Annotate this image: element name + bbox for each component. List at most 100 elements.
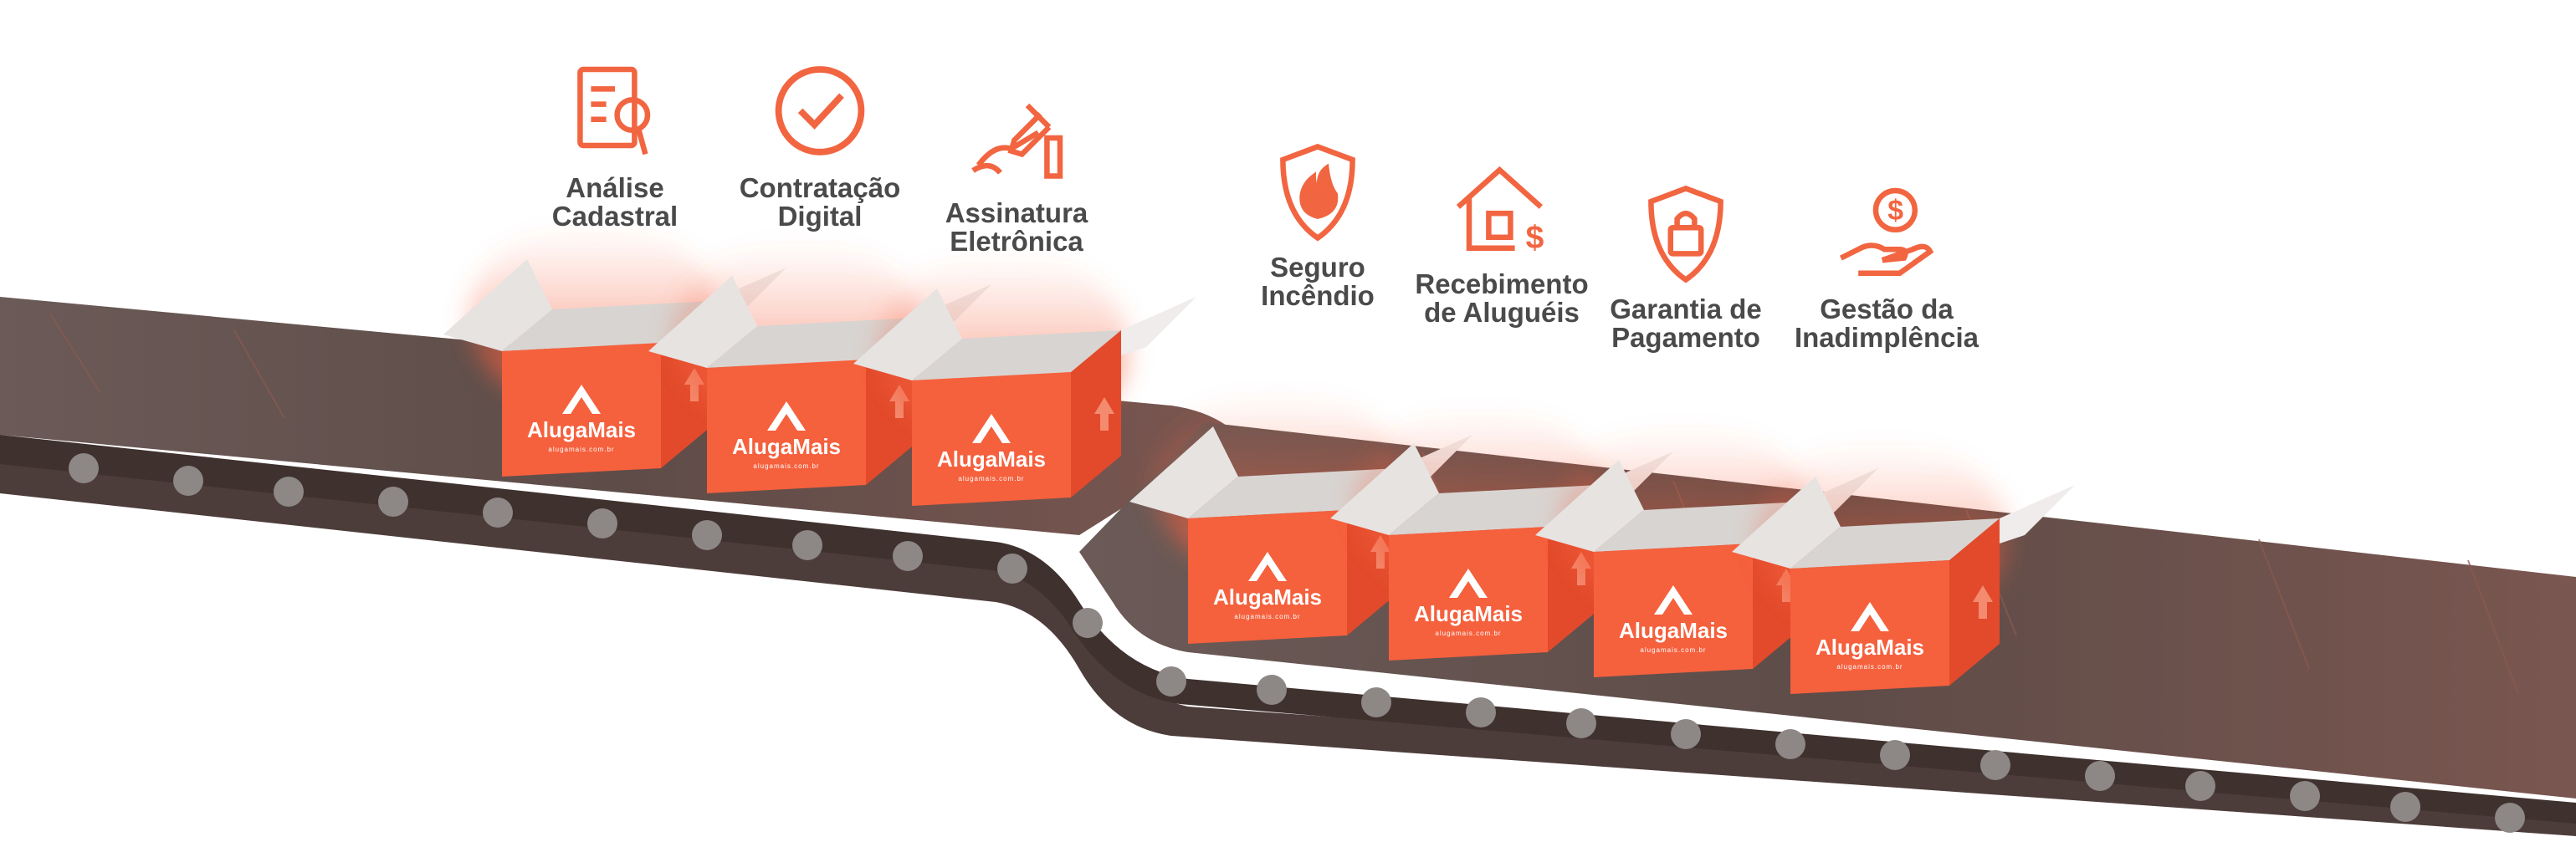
box-url: alugamais.com.br <box>958 475 1024 482</box>
lock-shield-icon <box>1631 180 1740 288</box>
service-contratacao: Contratação Digital <box>711 59 929 231</box>
hand-signing-icon <box>962 84 1071 192</box>
box-inside <box>502 301 711 351</box>
up-arrow-icon <box>1973 585 1993 619</box>
box: AlugaMais alugamais.com.br <box>1732 443 2075 694</box>
house-money-icon: $ <box>1447 155 1556 263</box>
service-label: Contratação Digital <box>739 172 901 232</box>
box: AlugaMais alugamais.com.br <box>1129 393 1472 644</box>
check-circle-icon <box>766 59 874 167</box>
belt-roller <box>2390 792 2420 822</box>
box-flap <box>1732 477 1841 569</box>
box-inside <box>912 330 1121 380</box>
belt-roller <box>1775 729 1805 759</box>
service-label: Garantia de Pagamento <box>1610 293 1762 353</box>
belt-slat <box>49 313 101 394</box>
belt-roller <box>692 520 722 550</box>
box-url: alugamais.com.br <box>1836 663 1903 671</box>
house-logo-icon <box>767 401 806 431</box>
hand-coin-icon: $ <box>1832 180 1941 288</box>
belt-roller <box>2185 771 2215 801</box>
box-inside <box>1790 518 2000 569</box>
box: AlugaMais alugamais.com.br <box>443 226 786 477</box>
conveyor-belt-side <box>0 435 2576 836</box>
box-brand: AlugaMais <box>732 434 841 459</box>
box-url: alugamais.com.br <box>1435 630 1501 637</box>
box-front <box>1188 510 1347 644</box>
box: AlugaMais alugamais.com.br <box>853 255 1196 506</box>
box-url: alugamais.com.br <box>548 446 614 453</box>
box-front <box>1790 560 1949 694</box>
box-brand: AlugaMais <box>527 417 636 442</box>
service-recebimento: $ Recebimento de Aluguéis <box>1393 155 1611 327</box>
box-flap <box>1129 426 1238 518</box>
belt-roller <box>1257 675 1287 705</box>
box-brand: AlugaMais <box>937 447 1046 472</box>
box-brand: AlugaMais <box>1213 584 1322 610</box>
box-url: alugamais.com.br <box>1640 646 1706 654</box>
house-logo-icon <box>562 385 601 414</box>
belt-roller <box>1156 666 1186 697</box>
box-flap <box>648 276 757 368</box>
belt-roller <box>997 554 1027 584</box>
house-logo-icon <box>1654 585 1693 615</box>
box-brand: AlugaMais <box>1619 618 1728 643</box>
service-label: Seguro Incêndio <box>1261 252 1375 311</box>
belt-roller <box>1466 697 1496 727</box>
belt-rollers <box>69 453 2525 833</box>
service-label: Análise Cadastral <box>551 172 679 232</box>
belt-roller <box>483 498 513 528</box>
belt-slat <box>2258 538 2310 670</box>
svg-text:$: $ <box>1887 195 1903 227</box>
house-logo-icon <box>1248 552 1287 581</box>
belt-roller <box>2495 803 2525 833</box>
box-front <box>1594 543 1753 677</box>
belt-roller <box>378 487 408 517</box>
service-label: Assinatura Eletrônica <box>945 197 1088 257</box>
fire-shield-icon <box>1263 138 1372 247</box>
service-seguro: Seguro Incêndio <box>1209 138 1426 310</box>
house-logo-icon <box>1851 602 1889 631</box>
belt-roller <box>587 508 617 538</box>
up-arrow-icon <box>1094 397 1114 431</box>
box-brand: AlugaMais <box>1414 601 1523 626</box>
box-brand: AlugaMais <box>1815 635 1924 660</box>
box-front <box>502 343 661 477</box>
service-label: Recebimento de Aluguéis <box>1415 268 1589 328</box>
conveyor-belt-edge <box>0 435 2576 824</box>
belt-slat <box>233 329 285 419</box>
belt-roller <box>2290 781 2320 811</box>
box-flap <box>1535 460 1644 552</box>
box-front <box>1389 527 1548 661</box>
belt-roller <box>173 466 203 496</box>
box-flap <box>443 259 552 351</box>
belt-roller <box>1361 687 1391 717</box>
belt-roller <box>1566 708 1596 738</box>
box-inside <box>1389 485 1598 535</box>
belt-roller <box>1980 750 2010 780</box>
service-analise: Análise Cadastral <box>506 59 724 231</box>
box-flap <box>1330 443 1439 535</box>
belt-roller <box>2085 761 2115 791</box>
box-url: alugamais.com.br <box>753 462 819 470</box>
house-logo-icon <box>1449 569 1488 598</box>
belt-roller <box>1073 608 1103 638</box>
box-url: alugamais.com.br <box>1234 613 1300 620</box>
box-front <box>912 372 1071 506</box>
service-assinatura: Assinatura Eletrônica <box>908 84 1125 256</box>
house-logo-icon <box>972 414 1011 443</box>
belt-roller <box>1671 719 1701 749</box>
service-garantia: Garantia de Pagamento <box>1577 180 1795 352</box>
document-search-icon <box>561 59 669 167</box>
belt-roller <box>1880 740 1910 770</box>
belt-roller <box>274 477 304 507</box>
box-front <box>707 360 866 493</box>
belt-roller <box>792 530 822 560</box>
belt-slat <box>2467 559 2519 695</box>
service-gestao: $Gestão da Inadimplência <box>1778 180 1995 352</box>
svg-text:$: $ <box>1526 220 1544 256</box>
box-flap <box>853 288 962 380</box>
belt-roller <box>69 453 99 483</box>
